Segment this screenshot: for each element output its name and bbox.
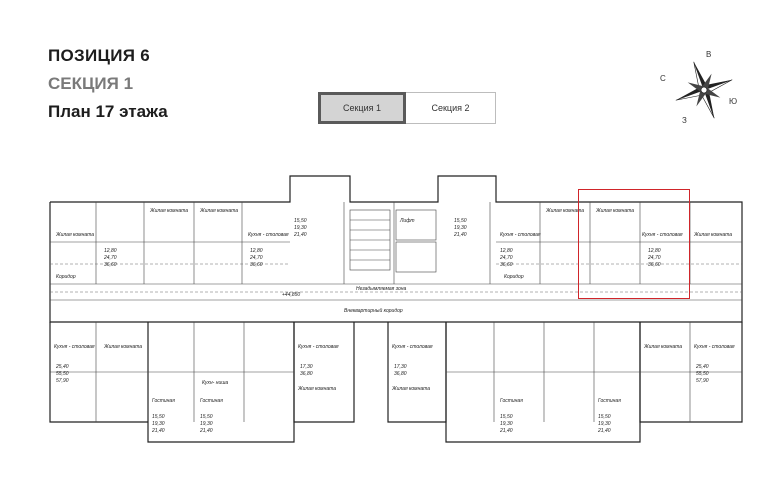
room-label: Кухня - столовая [694,344,735,350]
area-value: 36,80 [394,371,407,377]
room-label: Жилая комната [103,344,142,350]
area-value: 36,60 [648,262,661,268]
room-label: Кухня - столовая [642,232,683,238]
compass-rose-icon: В С Ю З [660,50,742,128]
room-label: Жилая комната [199,208,238,214]
area-value: 24,70 [647,255,661,261]
area-value: 55,50 [696,371,709,377]
room-label: Кухня - столовая [392,344,433,350]
area-value: 12,80 [104,248,117,254]
title-block: ПОЗИЦИЯ 6 СЕКЦИЯ 1 План 17 этажа [48,46,168,126]
floor-plan-title: План 17 этажа [48,102,168,121]
area-value: 15,50 [294,218,307,224]
room-label: Жилая комната [545,208,584,214]
area-value: 36,60 [250,262,263,268]
area-value: 19,30 [598,421,611,427]
area-value: 21,40 [499,428,513,434]
room-label: Жилая комната [595,208,634,214]
area-value: 19,30 [294,225,307,231]
area-value: 24,70 [249,255,263,261]
area-value: 19,30 [200,421,213,427]
room-label: Жилая комната [55,232,94,238]
position-title: ПОЗИЦИЯ 6 [48,46,151,65]
room-label: Кухня - столовая [54,344,95,350]
area-value: 12,80 [250,248,263,254]
area-value: 17,30 [300,364,313,370]
area-value: 57,90 [56,378,69,384]
room-label: Коридор [504,274,524,280]
room-label: Незадымляемая зона [356,286,407,292]
area-value: 15,50 [152,414,165,420]
area-value: 21,40 [199,428,213,434]
area-value: 55,50 [56,371,69,377]
room-label: Гостиная [200,398,223,404]
area-value: 19,30 [152,421,165,427]
room-label: Кухн- ниша [202,380,228,386]
compass-east-label: В [706,50,712,59]
room-label: Жилая комната [693,232,732,238]
area-value: 21,40 [597,428,611,434]
room-label: Гостиная [598,398,621,404]
room-label: Гостиная [500,398,523,404]
room-label: Жилая комната [391,386,430,392]
area-value: 21,40 [453,232,467,238]
area-value: 15,50 [500,414,513,420]
area-value: 25,40 [55,364,69,370]
area-value: 15,50 [454,218,467,224]
floor-plan-drawing[interactable]: Жилая комната Жилая комната Жилая комнат… [44,172,748,454]
area-value: 19,30 [454,225,467,231]
area-value: 25,40 [695,364,709,370]
area-value: 36,80 [300,371,313,377]
area-value: 12,80 [648,248,661,254]
compass-south-label: Ю [729,97,738,106]
area-value: 15,50 [598,414,611,420]
area-value: 21,40 [293,232,307,238]
area-value: 17,30 [394,364,407,370]
compass-west-label: З [682,116,687,125]
area-value: 19,30 [500,421,513,427]
room-label: Жилая комната [297,386,336,392]
area-value: 24,70 [499,255,513,261]
section-tabs: Секция 1 Секция 2 [318,92,496,124]
room-label: Кухня - столовая [298,344,339,350]
elevation-mark: +44,850 [282,292,300,298]
area-value: 15,50 [200,414,213,420]
area-value: 12,80 [500,248,513,254]
area-value: 24,70 [103,255,117,261]
tab-section-1[interactable]: Секция 1 [318,92,406,124]
room-label: Лифт [399,218,415,224]
room-label: Кухня - столовая [500,232,541,238]
area-value: 21,40 [151,428,165,434]
room-label: Жилая комната [149,208,188,214]
room-label: Гостиная [152,398,175,404]
compass-north-label: С [660,74,666,83]
room-label: Коридор [56,274,76,280]
area-value: 36,60 [104,262,117,268]
room-label: Кухня - столовая [248,232,289,238]
area-value: 36,60 [500,262,513,268]
section-title: СЕКЦИЯ 1 [48,74,134,93]
area-value: 57,90 [696,378,709,384]
room-label: Внеквартирный коридор [344,307,403,314]
room-label: Жилая комната [643,344,682,350]
tab-section-2[interactable]: Секция 2 [406,92,496,124]
